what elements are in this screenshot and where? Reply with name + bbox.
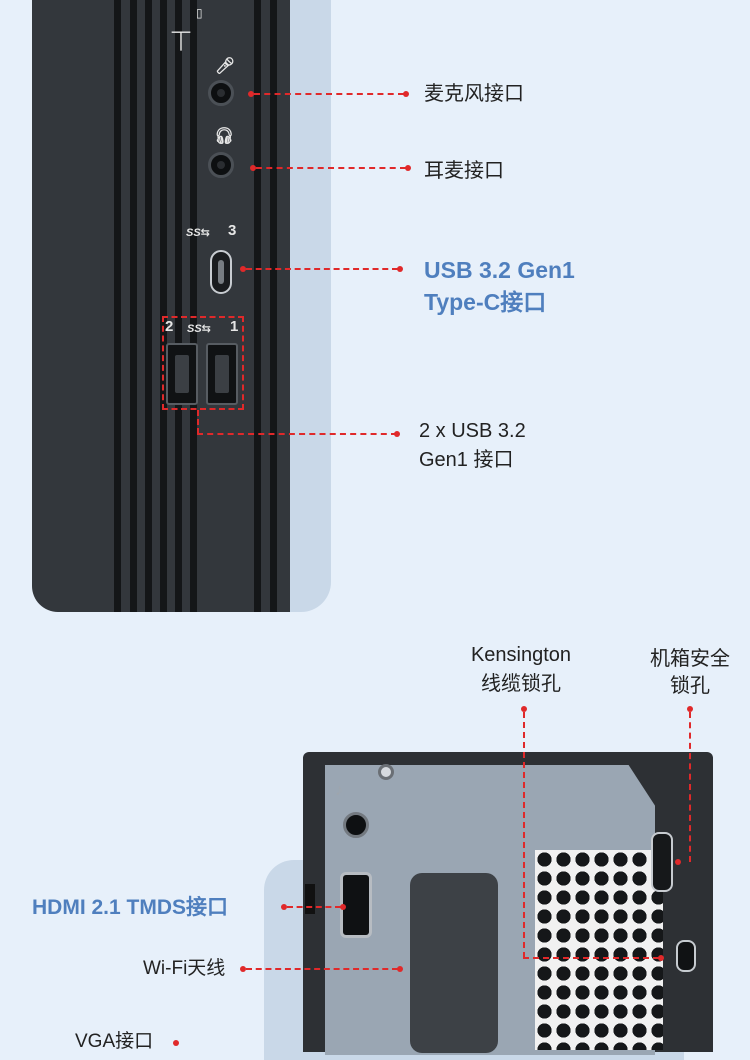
usb-a-port-1[interactable] bbox=[206, 343, 238, 405]
kensington-label-line2: 线缆锁孔 bbox=[481, 673, 561, 695]
panel-stripe bbox=[254, 0, 261, 612]
callout-dot bbox=[240, 966, 246, 972]
wifi-antenna-label: Wi-Fi天线 bbox=[143, 958, 226, 979]
power-button-icon[interactable]: ⏉ bbox=[172, 32, 190, 52]
callout-line bbox=[197, 410, 199, 434]
callout-dot bbox=[397, 966, 403, 972]
callout-dot bbox=[250, 165, 256, 171]
microphone-jack[interactable] bbox=[208, 80, 234, 106]
callout-dot bbox=[240, 266, 246, 272]
audio-out-icon: ♪ bbox=[335, 782, 343, 799]
callout-line bbox=[689, 712, 691, 862]
wifi-antenna-slot bbox=[305, 884, 315, 914]
panel-stripe bbox=[270, 0, 277, 612]
panel-stripe bbox=[160, 0, 167, 612]
usb-a-port-2[interactable] bbox=[166, 343, 198, 405]
rear-vent-grille bbox=[535, 850, 663, 1050]
superspeed-usb-icon: SS⇆ bbox=[187, 323, 211, 335]
callout-line bbox=[197, 433, 397, 435]
usba-label-line2: Gen1 接口 bbox=[419, 449, 514, 471]
panel-stripe bbox=[175, 0, 182, 612]
panel-stripe bbox=[190, 0, 197, 612]
callout-dot bbox=[403, 91, 409, 97]
headset-jack[interactable] bbox=[208, 152, 234, 178]
panel-stripe bbox=[145, 0, 152, 612]
usb-a-highlight-box bbox=[162, 316, 244, 410]
callout-dot bbox=[405, 165, 411, 171]
tower-front-panel bbox=[32, 0, 290, 612]
callout-line bbox=[523, 712, 525, 958]
usba-label-line1: 2 x USB 3.2 bbox=[419, 420, 526, 442]
usbc-label-line1: USB 3.2 Gen1 bbox=[424, 257, 575, 283]
thumb-screw bbox=[378, 764, 394, 780]
callout-dot bbox=[173, 1040, 179, 1046]
vga-port-label: VGA接口 bbox=[75, 1031, 154, 1052]
callout-line bbox=[254, 93, 404, 95]
panel-stripe bbox=[114, 0, 121, 612]
rear-audio-jack[interactable] bbox=[343, 812, 369, 838]
chassis-security-lock-slot[interactable] bbox=[651, 832, 673, 892]
usba-left-number: 2 bbox=[165, 318, 174, 335]
callout-dot bbox=[281, 904, 287, 910]
superspeed-usb-icon: SS⇆ bbox=[186, 227, 210, 239]
headset-port-label: 耳麦接口 bbox=[424, 160, 504, 182]
panel-stripe bbox=[130, 0, 137, 612]
callout-dot bbox=[675, 859, 681, 865]
callout-dot bbox=[340, 904, 346, 910]
callout-dot bbox=[521, 706, 527, 712]
hdd-led-icon: ▯ bbox=[196, 6, 203, 20]
callout-line bbox=[256, 167, 406, 169]
kensington-label-line1: Kensington bbox=[470, 644, 572, 666]
expansion-slot-cover bbox=[410, 873, 498, 1053]
chassis-lock-label-line1: 机箱安全 bbox=[650, 648, 730, 670]
usba-right-number: 1 bbox=[230, 318, 239, 335]
kensington-lock-slot[interactable] bbox=[676, 940, 696, 972]
callout-dot bbox=[248, 91, 254, 97]
usbc-label-line2: Type-C接口 bbox=[424, 289, 547, 315]
callout-line bbox=[523, 957, 659, 959]
callout-dot bbox=[397, 266, 403, 272]
callout-dot bbox=[658, 955, 664, 961]
headset-icon: 🎧︎ bbox=[214, 128, 235, 145]
microphone-icon: 🎤︎ bbox=[215, 58, 236, 75]
callout-line bbox=[246, 968, 398, 970]
chassis-lock-label-line2: 锁孔 bbox=[670, 675, 710, 697]
hdmi-port-label: HDMI 2.1 TMDS接口 bbox=[32, 896, 229, 919]
callout-line bbox=[287, 906, 341, 908]
mic-port-label: 麦克风接口 bbox=[424, 83, 524, 105]
callout-line bbox=[246, 268, 398, 270]
callout-dot bbox=[394, 431, 400, 437]
usbc-port-number: 3 bbox=[228, 222, 237, 239]
usb-c-port[interactable] bbox=[210, 250, 232, 294]
callout-dot bbox=[687, 706, 693, 712]
